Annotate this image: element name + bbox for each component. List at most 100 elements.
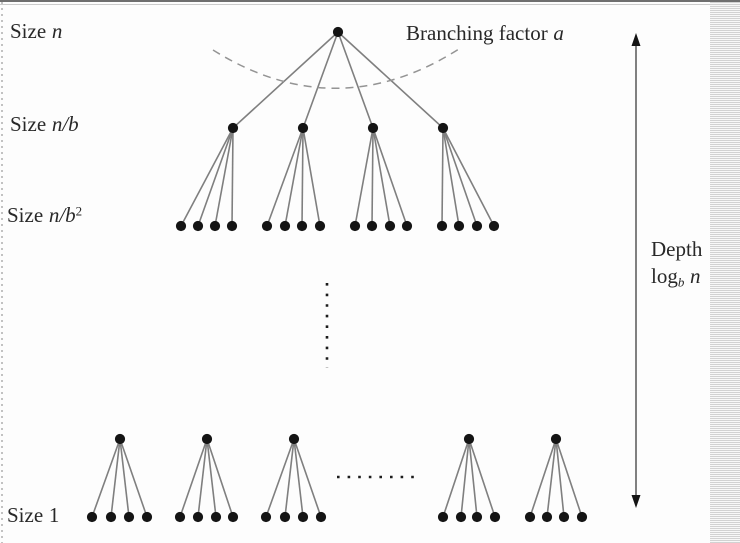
tree-node xyxy=(315,511,327,523)
tree-edge xyxy=(442,127,478,227)
label-depth-log-base: b xyxy=(677,274,685,290)
tree-edge xyxy=(372,127,391,227)
tree-node xyxy=(384,220,396,232)
label-size-n-over-b-math: n/b xyxy=(51,112,79,136)
tree-node xyxy=(227,511,239,523)
tree-edge xyxy=(293,438,322,518)
tree-edge xyxy=(302,127,321,227)
tree-edge xyxy=(232,31,339,129)
tree-node xyxy=(227,122,239,134)
tree-edge xyxy=(293,438,304,518)
tree-node xyxy=(550,433,562,445)
tree-node xyxy=(349,220,361,232)
top-edge-line xyxy=(0,0,740,2)
tree-node xyxy=(401,220,413,232)
tree-node xyxy=(192,220,204,232)
tree-edge xyxy=(119,438,148,518)
tree-node xyxy=(105,511,117,523)
label-size-n-math: n xyxy=(51,19,63,43)
tree-edge xyxy=(265,438,295,518)
tree-edge xyxy=(372,127,408,227)
tree-node xyxy=(453,220,465,232)
tree-node xyxy=(141,511,153,523)
tree-node xyxy=(463,433,475,445)
tree-node xyxy=(174,511,186,523)
depth-arrow-head-top xyxy=(631,33,641,46)
tree-node xyxy=(86,511,98,523)
tree-node xyxy=(558,511,570,523)
tree-node xyxy=(296,220,308,232)
label-size-n-prefix: Size xyxy=(10,19,47,43)
tree-edge xyxy=(206,438,217,518)
tree-edge xyxy=(442,127,460,227)
tree-node xyxy=(471,220,483,232)
tree-node xyxy=(114,433,126,445)
tree-node xyxy=(209,220,221,232)
tree-edge xyxy=(301,127,304,227)
top-edge-line-2 xyxy=(0,4,740,5)
tree-edge xyxy=(206,438,234,518)
tree-edge xyxy=(468,438,478,518)
right-stripe-band xyxy=(710,2,740,543)
tree-edge xyxy=(197,438,208,518)
tree-edge xyxy=(442,438,470,518)
tree-edge xyxy=(337,31,374,129)
tree-node xyxy=(367,122,379,134)
left-edge-dotted xyxy=(1,2,3,543)
depth-arrow-head-bottom xyxy=(631,495,641,508)
tree-edge xyxy=(529,438,557,518)
tree-edge xyxy=(460,438,470,518)
tree-edge xyxy=(284,127,304,227)
tree-node xyxy=(437,511,449,523)
tree-edge xyxy=(468,438,496,518)
tree-edge xyxy=(110,438,121,518)
tree-edge xyxy=(284,438,295,518)
tree-edge xyxy=(180,127,234,227)
tree-node xyxy=(314,220,326,232)
tree-edge xyxy=(91,438,121,518)
label-size-1-prefix: Size xyxy=(7,503,44,527)
tree-edge xyxy=(179,438,208,518)
label-size-n-over-b2-math: n/b xyxy=(48,203,76,227)
label-size-n-over-b2-prefix: Size xyxy=(7,203,44,227)
tree-edge xyxy=(266,127,304,227)
tree-node xyxy=(226,220,238,232)
tree-node xyxy=(261,220,273,232)
tree-edge xyxy=(442,127,495,227)
label-depth-log-arg: n xyxy=(690,264,701,288)
tree-edge xyxy=(214,127,234,227)
label-size-1-value: 1 xyxy=(48,503,60,527)
label-size-n-over-b2-exponent: 2 xyxy=(75,203,83,219)
tree-edge xyxy=(354,127,374,227)
tree-node xyxy=(279,511,291,523)
label-depth-word: Depth xyxy=(651,237,703,261)
label-depth-log: log xyxy=(651,264,678,288)
tree-node xyxy=(436,220,448,232)
tree-edge xyxy=(441,127,444,227)
tree-node xyxy=(123,511,135,523)
tree-edge xyxy=(302,31,339,129)
tree-node xyxy=(489,511,501,523)
tree-node xyxy=(455,511,467,523)
tree-node xyxy=(210,511,222,523)
tree-node xyxy=(279,220,291,232)
label-size-n-over-b-prefix: Size xyxy=(10,112,47,136)
tree-node xyxy=(297,122,309,134)
tree-node xyxy=(175,220,187,232)
tree-node xyxy=(192,511,204,523)
label-branching-factor-math: a xyxy=(553,21,564,45)
tree-edge xyxy=(546,438,557,518)
tree-node xyxy=(488,220,500,232)
tree-node xyxy=(437,122,449,134)
tree-node xyxy=(471,511,483,523)
tree-node xyxy=(260,511,272,523)
tree-node xyxy=(297,511,309,523)
tree-node xyxy=(541,511,553,523)
